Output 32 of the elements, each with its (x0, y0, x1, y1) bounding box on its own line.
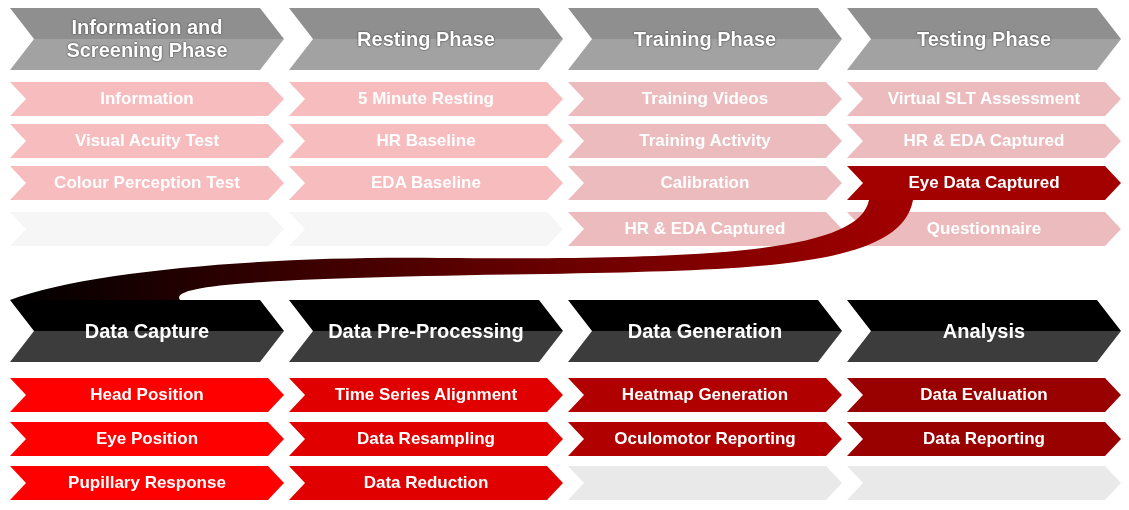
step-banner: Colour Perception Test (10, 166, 284, 200)
step-banner: Data Reporting (847, 422, 1121, 456)
step-banner: Eye Data Captured (847, 166, 1121, 200)
phase-banner: Data Generation (568, 300, 842, 362)
step-banner: Training Activity (568, 124, 842, 158)
step-banner: Data Evaluation (847, 378, 1121, 412)
step-banner: Virtual SLT Assessment (847, 82, 1121, 116)
phase-banner: Information and Screening Phase (10, 8, 284, 70)
step-banner: Pupillary Response (10, 466, 284, 500)
step-banner: Training Videos (568, 82, 842, 116)
step-banner: Information (10, 82, 284, 116)
step-banner: Visual Acuity Test (10, 124, 284, 158)
step-banner: HR & EDA Captured (568, 212, 842, 246)
step-banner: Time Series Alignment (289, 378, 563, 412)
phase-banner: Resting Phase (289, 8, 563, 70)
step-banner: Heatmap Generation (568, 378, 842, 412)
step-banner: EDA Baseline (289, 166, 563, 200)
step-banner: HR & EDA Captured (847, 124, 1121, 158)
phase-banner: Training Phase (568, 8, 842, 70)
phase-banner: Testing Phase (847, 8, 1121, 70)
step-banner: Oculomotor Reporting (568, 422, 842, 456)
step-banner: Head Position (10, 378, 284, 412)
step-banner: Eye Position (10, 422, 284, 456)
step-banner: 5 Minute Resting (289, 82, 563, 116)
step-banner: HR Baseline (289, 124, 563, 158)
swoosh-ribbon (10, 200, 913, 300)
step-banner: Data Reduction (289, 466, 563, 500)
phase-banner: Data Capture (10, 300, 284, 362)
phase-banner: Data Pre-Processing (289, 300, 563, 362)
phase-banner: Analysis (847, 300, 1121, 362)
step-banner: Calibration (568, 166, 842, 200)
step-banner: Data Resampling (289, 422, 563, 456)
